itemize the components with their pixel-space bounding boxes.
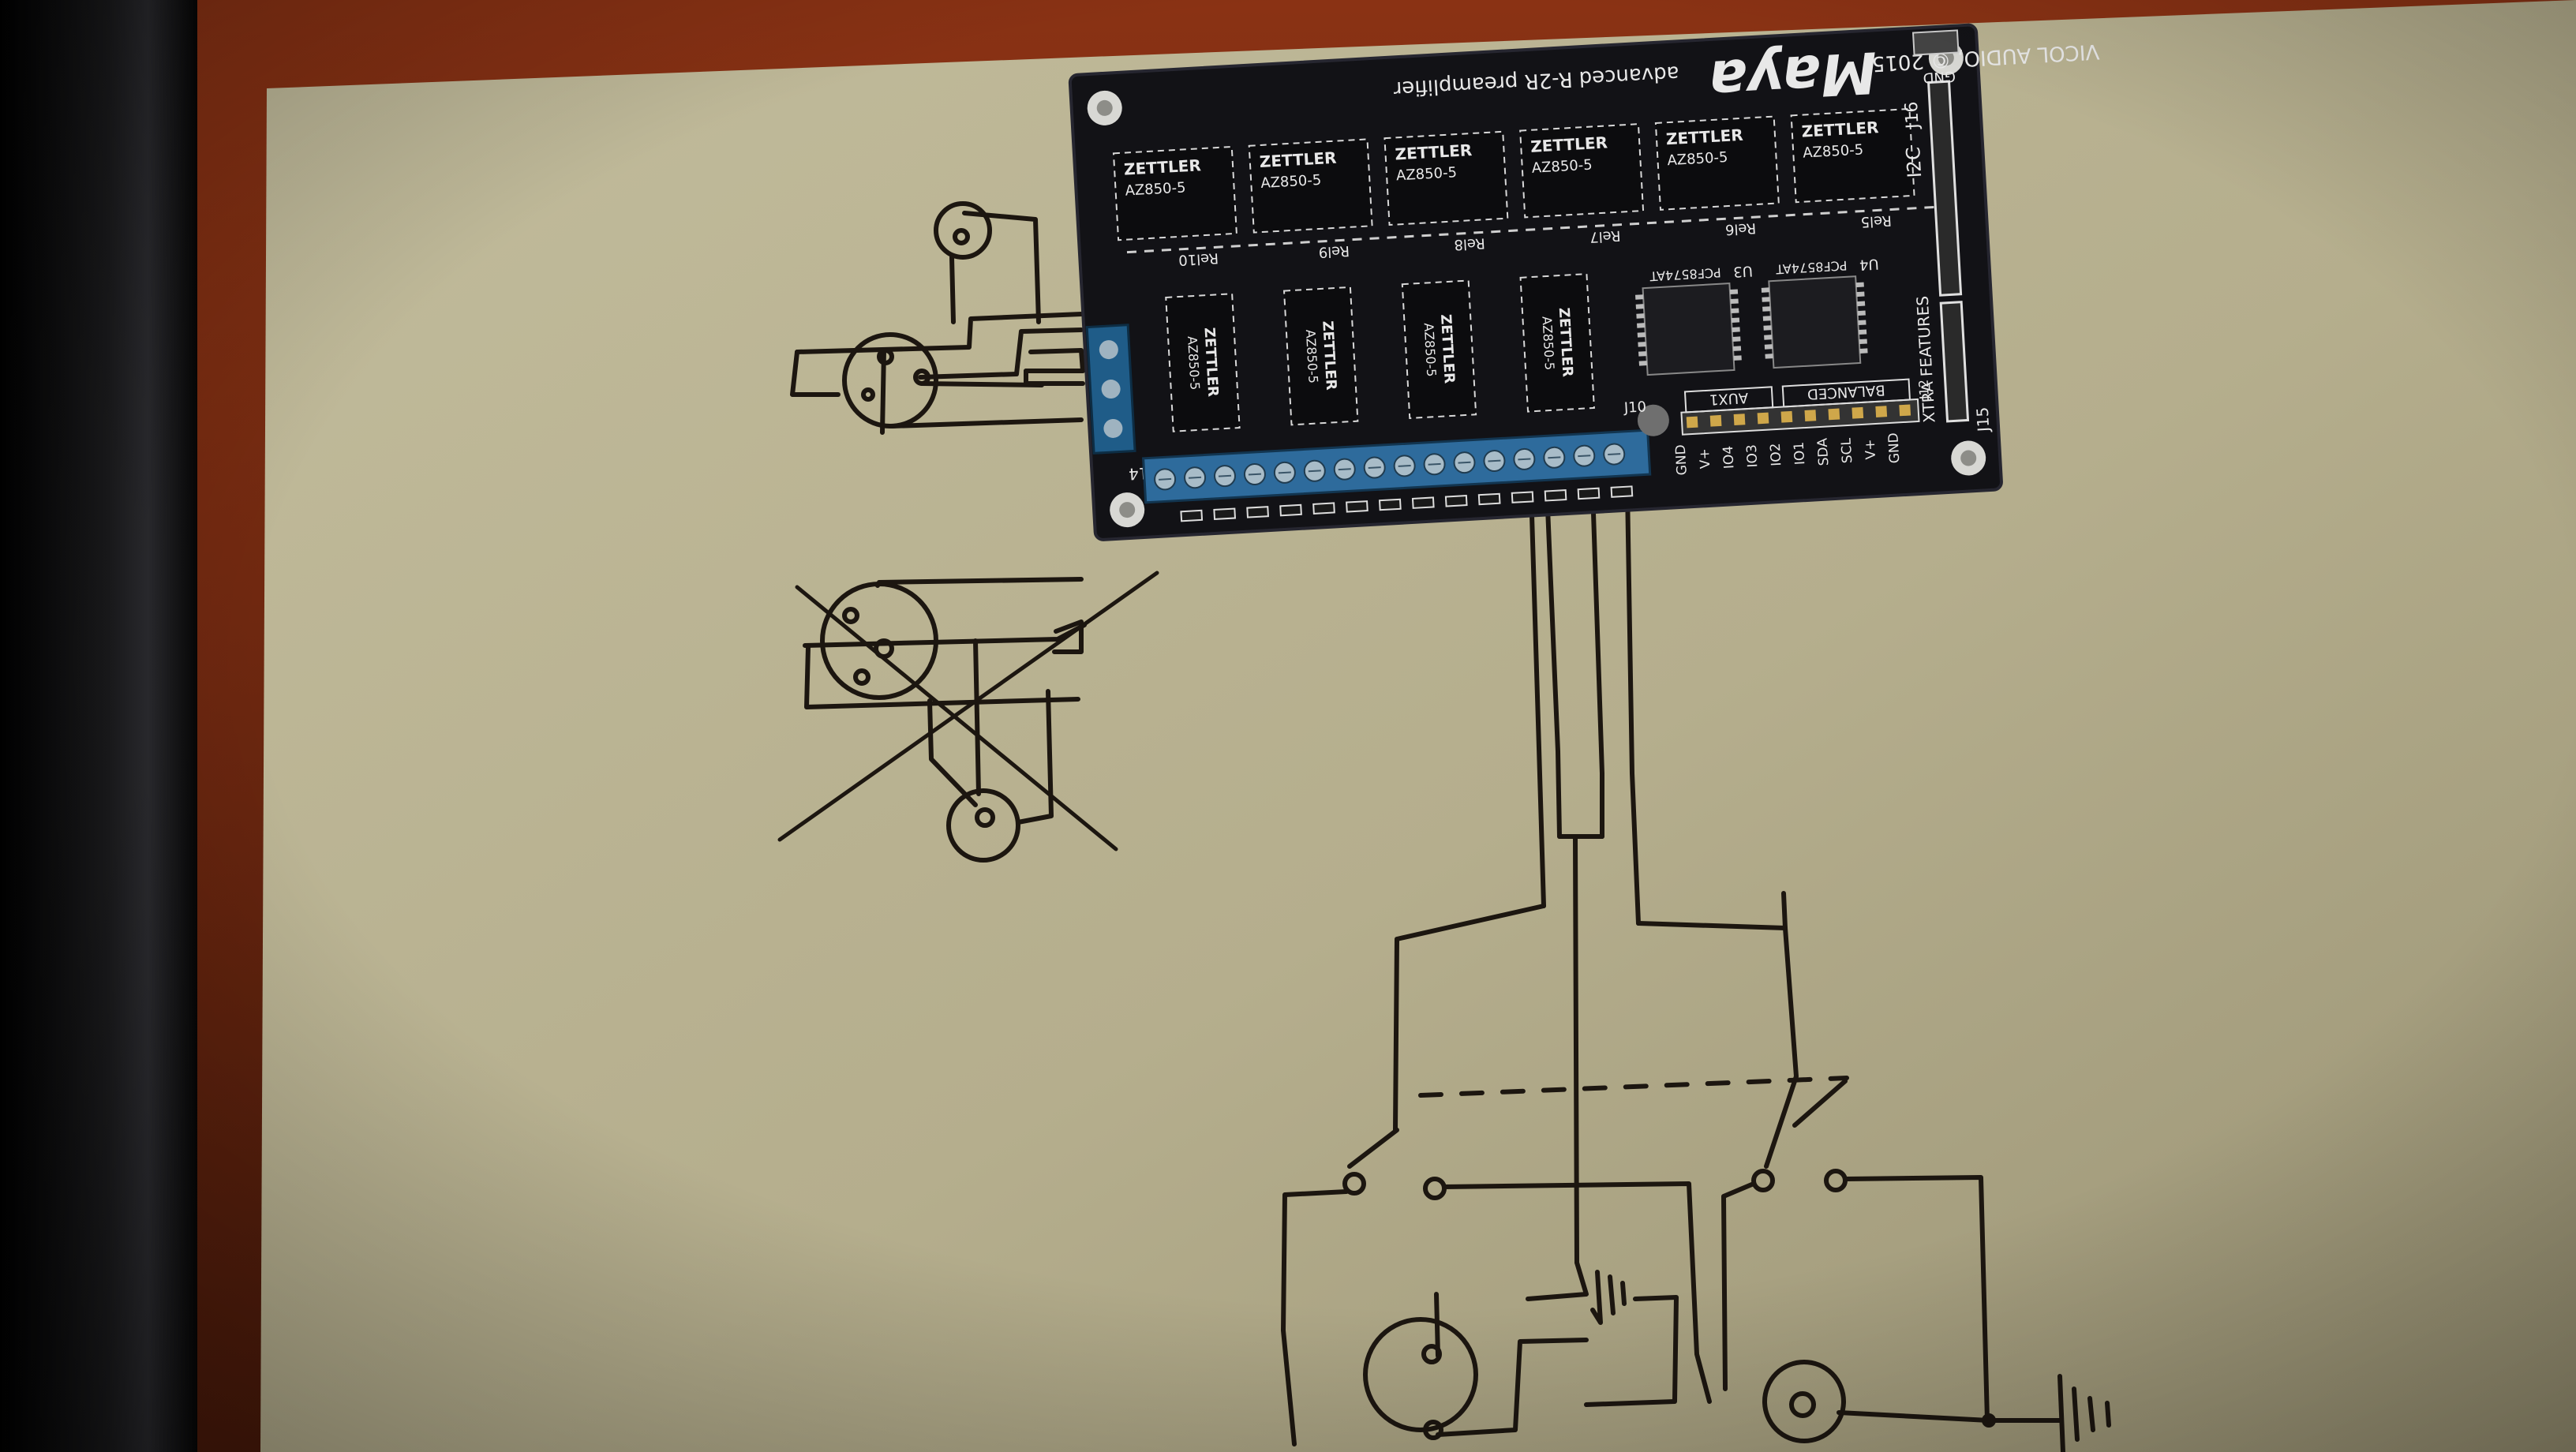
pin-label: IO1 bbox=[1792, 441, 1809, 465]
relay-ref: Rel9 bbox=[1318, 242, 1350, 260]
smd-resistor bbox=[1346, 500, 1368, 513]
smd-resistor bbox=[1477, 492, 1501, 506]
label-j12: J12 bbox=[1916, 379, 1932, 400]
pin-label: V+ bbox=[1863, 439, 1879, 460]
smd-resistor bbox=[1312, 502, 1335, 515]
header-pin bbox=[1852, 406, 1864, 419]
smd-resistor bbox=[1610, 485, 1634, 498]
black-pole bbox=[0, 0, 197, 1452]
relay-model: AZ850-5 bbox=[1396, 164, 1458, 184]
label-aux1: AUX1 bbox=[1709, 389, 1748, 408]
relay-ref: Rel7 bbox=[1589, 227, 1621, 245]
label-i2c: I2C bbox=[1902, 146, 1926, 178]
maya-pcb-board: advanced R-2R preamplifier Maya VICOL AU… bbox=[1068, 23, 2100, 541]
header-pin bbox=[1828, 408, 1840, 421]
pin-label: V+ bbox=[1697, 448, 1713, 470]
header-pin bbox=[1757, 412, 1769, 425]
pin-label: SCL bbox=[1839, 437, 1856, 464]
relay-model: AZ850-5 bbox=[1185, 335, 1203, 390]
header-pin bbox=[1709, 414, 1722, 427]
smd-resistor bbox=[1213, 507, 1237, 521]
label-gnd-top: GND bbox=[1923, 68, 1956, 86]
header-pin bbox=[1875, 406, 1888, 417]
header-pin bbox=[1804, 410, 1817, 421]
smd-resistor bbox=[1246, 506, 1269, 518]
relay-model: AZ850-5 bbox=[1260, 172, 1322, 192]
relay-ref: Rel8 bbox=[1454, 234, 1485, 253]
label-j10: J10 bbox=[1623, 399, 1646, 417]
relay-model: AZ850-5 bbox=[1531, 157, 1593, 177]
relay-ref: Rel10 bbox=[1178, 249, 1219, 268]
pin-label: IO2 bbox=[1768, 443, 1785, 466]
relay-model: AZ850-5 bbox=[1125, 179, 1186, 199]
pin-label: IO3 bbox=[1744, 444, 1762, 468]
label-j15: J15 bbox=[1973, 406, 1994, 434]
relay-ref: Rel6 bbox=[1724, 219, 1756, 238]
header-pin bbox=[1686, 416, 1698, 428]
smd-resistor bbox=[1444, 495, 1468, 507]
relay-model: AZ850-5 bbox=[1667, 149, 1728, 169]
label-j16: J16 bbox=[1902, 101, 1923, 131]
header-pin bbox=[1780, 410, 1793, 423]
header-pin bbox=[1899, 404, 1911, 417]
relay-model: AZ850-5 bbox=[1539, 316, 1557, 370]
relay-ref: Rel5 bbox=[1860, 211, 1892, 230]
relay-model: AZ850-5 bbox=[1803, 141, 1864, 161]
relay-model: AZ850-5 bbox=[1303, 329, 1321, 384]
relay-model: AZ850-5 bbox=[1421, 323, 1440, 377]
pin-label: GND bbox=[1885, 432, 1903, 464]
ic-ref: U3 bbox=[1733, 262, 1754, 279]
smd-resistor bbox=[1511, 491, 1534, 503]
board-brand: Maya bbox=[1707, 39, 1879, 114]
smd-resistor bbox=[1577, 487, 1601, 500]
pin-label: SDA bbox=[1814, 437, 1832, 466]
pin-label: IO4 bbox=[1720, 445, 1738, 469]
smd-resistor bbox=[1180, 509, 1204, 522]
ic-ref: U4 bbox=[1859, 255, 1879, 272]
smd-resistor bbox=[1544, 489, 1567, 502]
header-pin bbox=[1733, 414, 1746, 426]
smd-resistor bbox=[1279, 503, 1302, 517]
smd-resistor bbox=[1411, 496, 1435, 509]
pin-label: GND bbox=[1673, 444, 1690, 476]
smd-resistor bbox=[1378, 498, 1402, 511]
